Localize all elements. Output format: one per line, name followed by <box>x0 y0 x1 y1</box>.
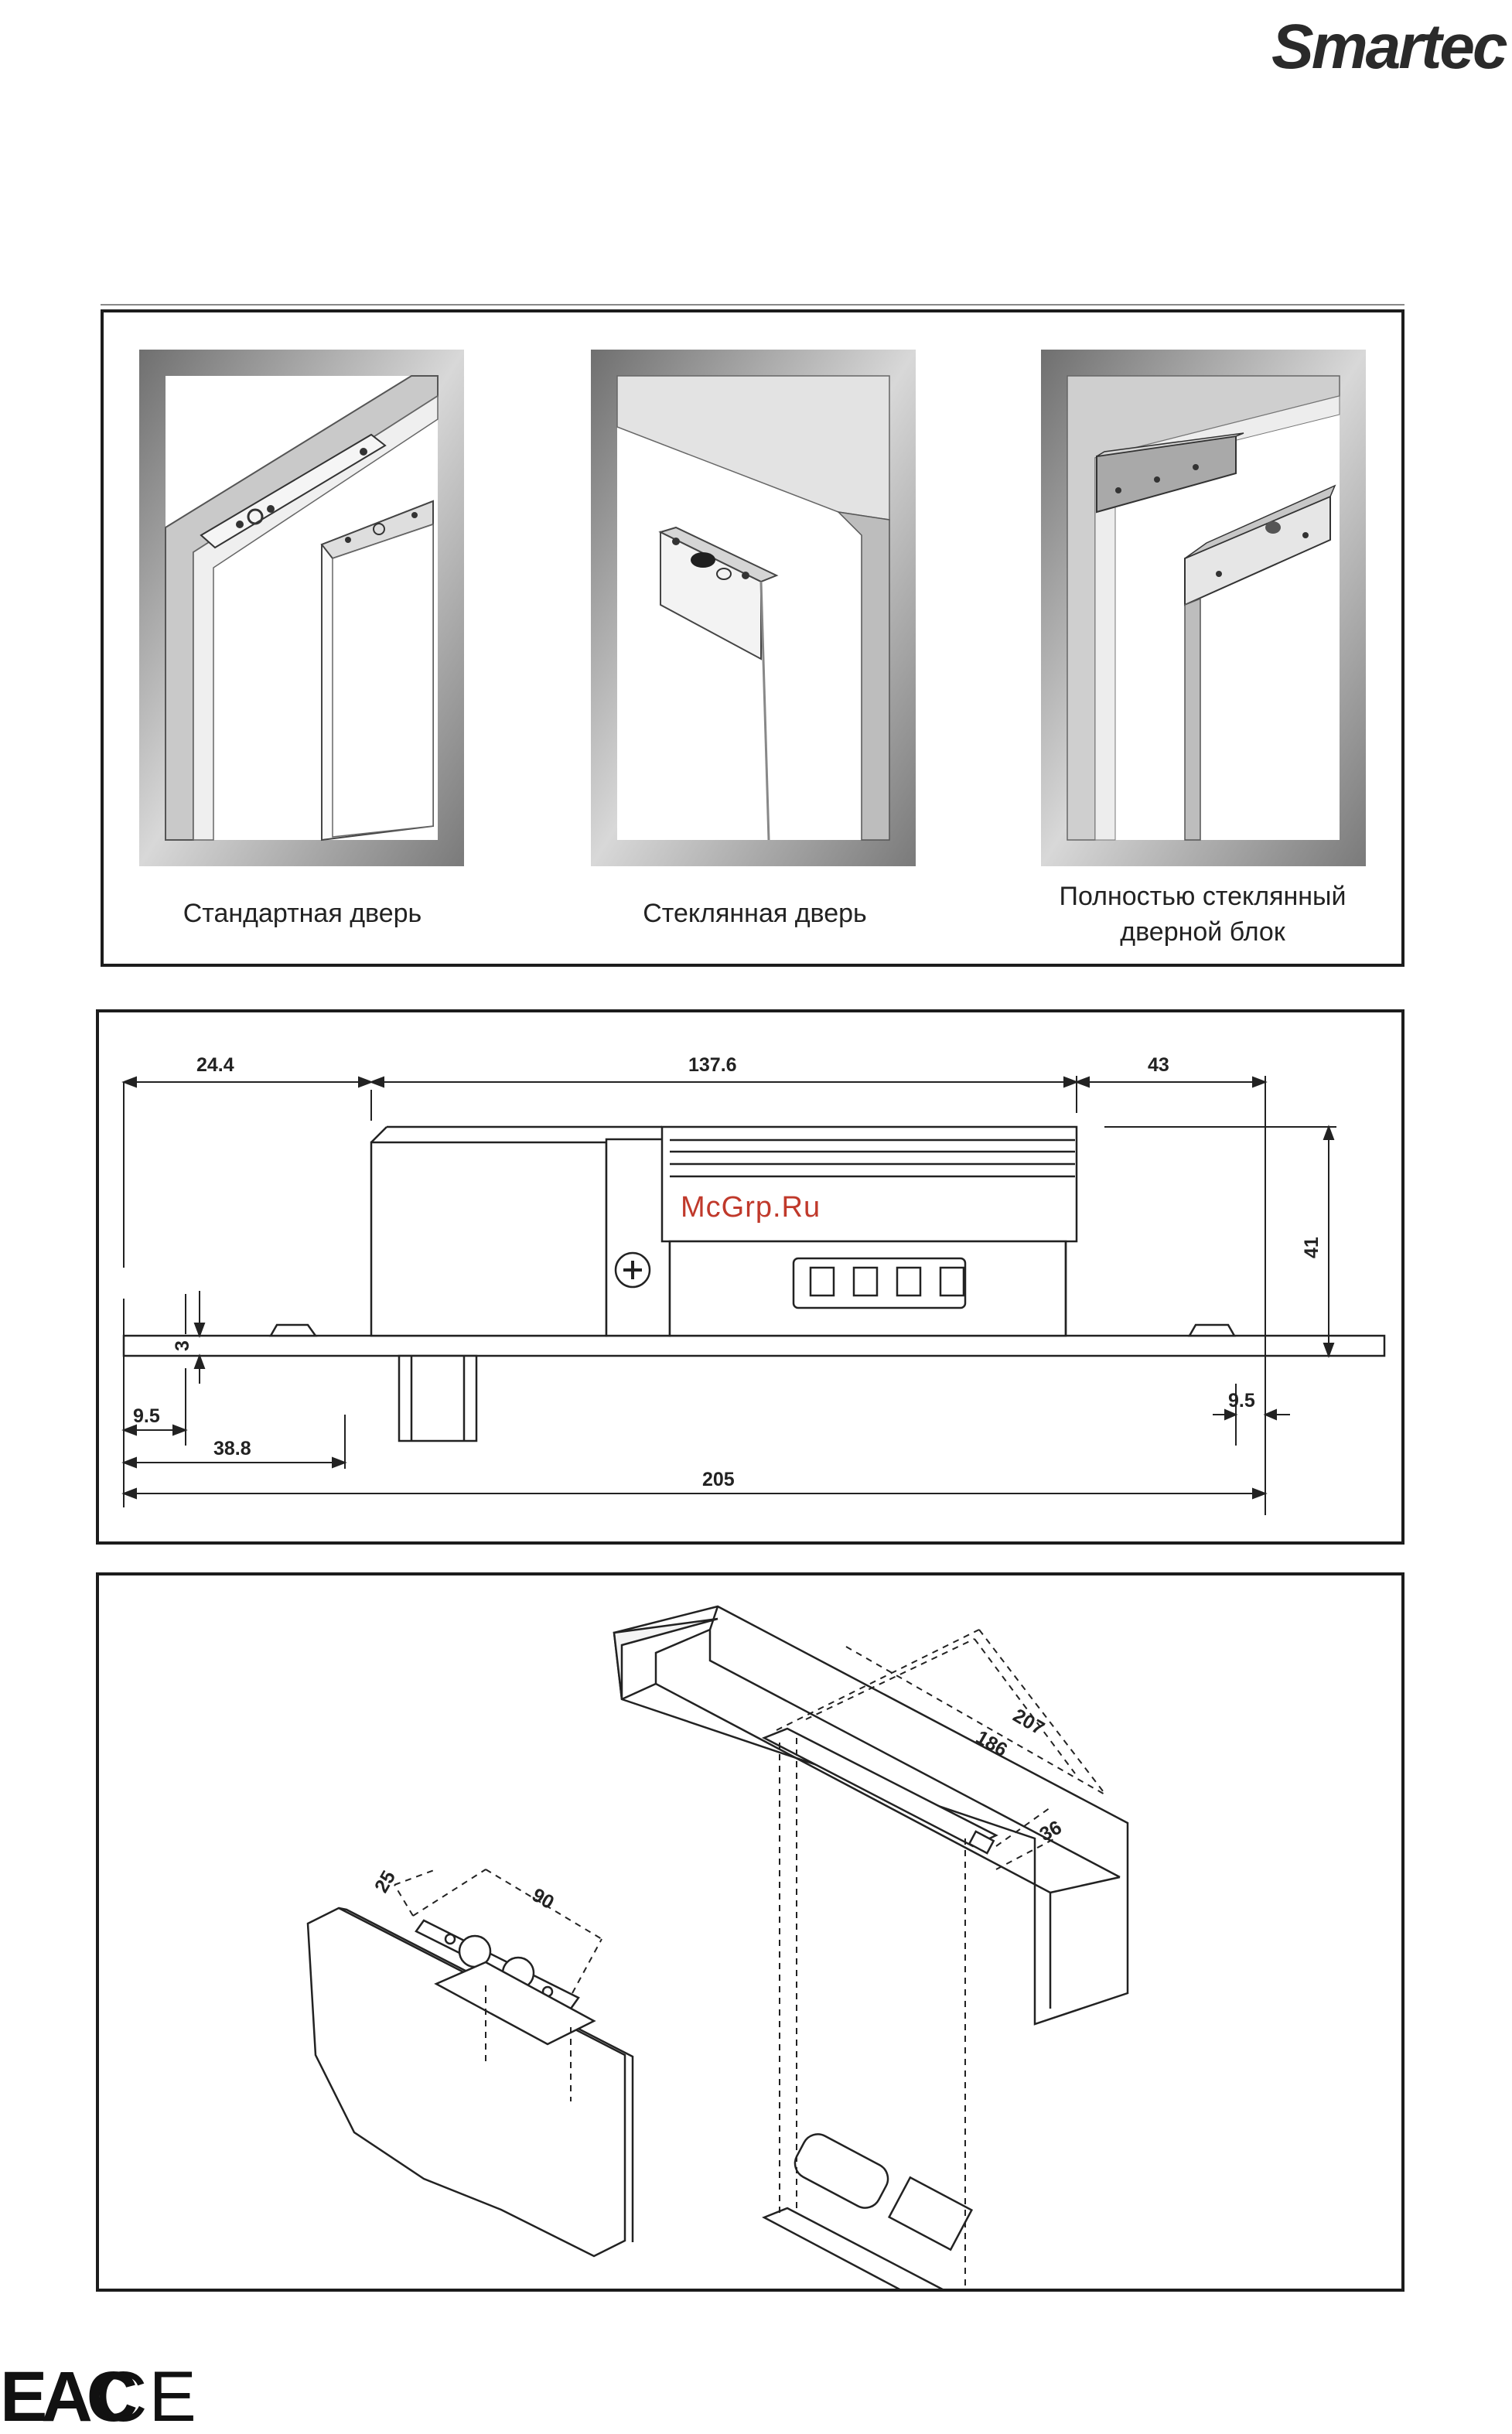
dim-41: 41 <box>1301 1237 1323 1258</box>
installation-variants-panel: Стандартная дверь Стеклянная дверь Полно… <box>101 309 1404 967</box>
dim-207: 207 <box>1009 1705 1048 1739</box>
watermark: McGrp.Ru <box>681 1191 821 1224</box>
dim-43: 43 <box>1148 1054 1169 1076</box>
all-glass-unit-illustration <box>1041 350 1366 866</box>
top-divider <box>101 304 1404 306</box>
dim-9-5-right: 9.5 <box>1228 1390 1255 1412</box>
dim-9-5-left: 9.5 <box>133 1405 160 1427</box>
dim-205: 205 <box>702 1469 735 1490</box>
caption-all-glass-unit: Полностью стеклянный дверной блок <box>1002 879 1404 950</box>
smartec-logo: Smartec <box>1268 8 1508 93</box>
dim-3: 3 <box>172 1340 193 1351</box>
caption-standard-door: Стандартная дверь <box>101 896 503 931</box>
dim-38-8: 38.8 <box>213 1438 251 1459</box>
certification-marks: EAC CE <box>0 2359 201 2429</box>
standard-door-illustration <box>139 350 464 866</box>
ce-mark: CE <box>96 2359 198 2429</box>
dim-24-4: 24.4 <box>196 1054 234 1076</box>
logo-text: Smartec <box>1271 12 1507 82</box>
dim-137-6: 137.6 <box>688 1054 737 1076</box>
dim-25: 25 <box>370 1867 400 1896</box>
side-view-drawing: 24.4 137.6 43 41 3 9.5 38.8 205 9.5 <box>99 1012 1401 1541</box>
caption-glass-door: Стеклянная дверь <box>554 896 956 931</box>
side-view-dimensions-panel: 24.4 137.6 43 41 3 9.5 38.8 205 9.5 <box>96 1009 1404 1545</box>
isometric-installation-panel: 207 186 36 25 90 <box>96 1572 1404 2292</box>
dim-90: 90 <box>528 1884 558 1913</box>
glass-door-illustration <box>591 350 916 866</box>
isometric-drawing: 207 186 36 25 90 <box>99 1575 1401 2289</box>
